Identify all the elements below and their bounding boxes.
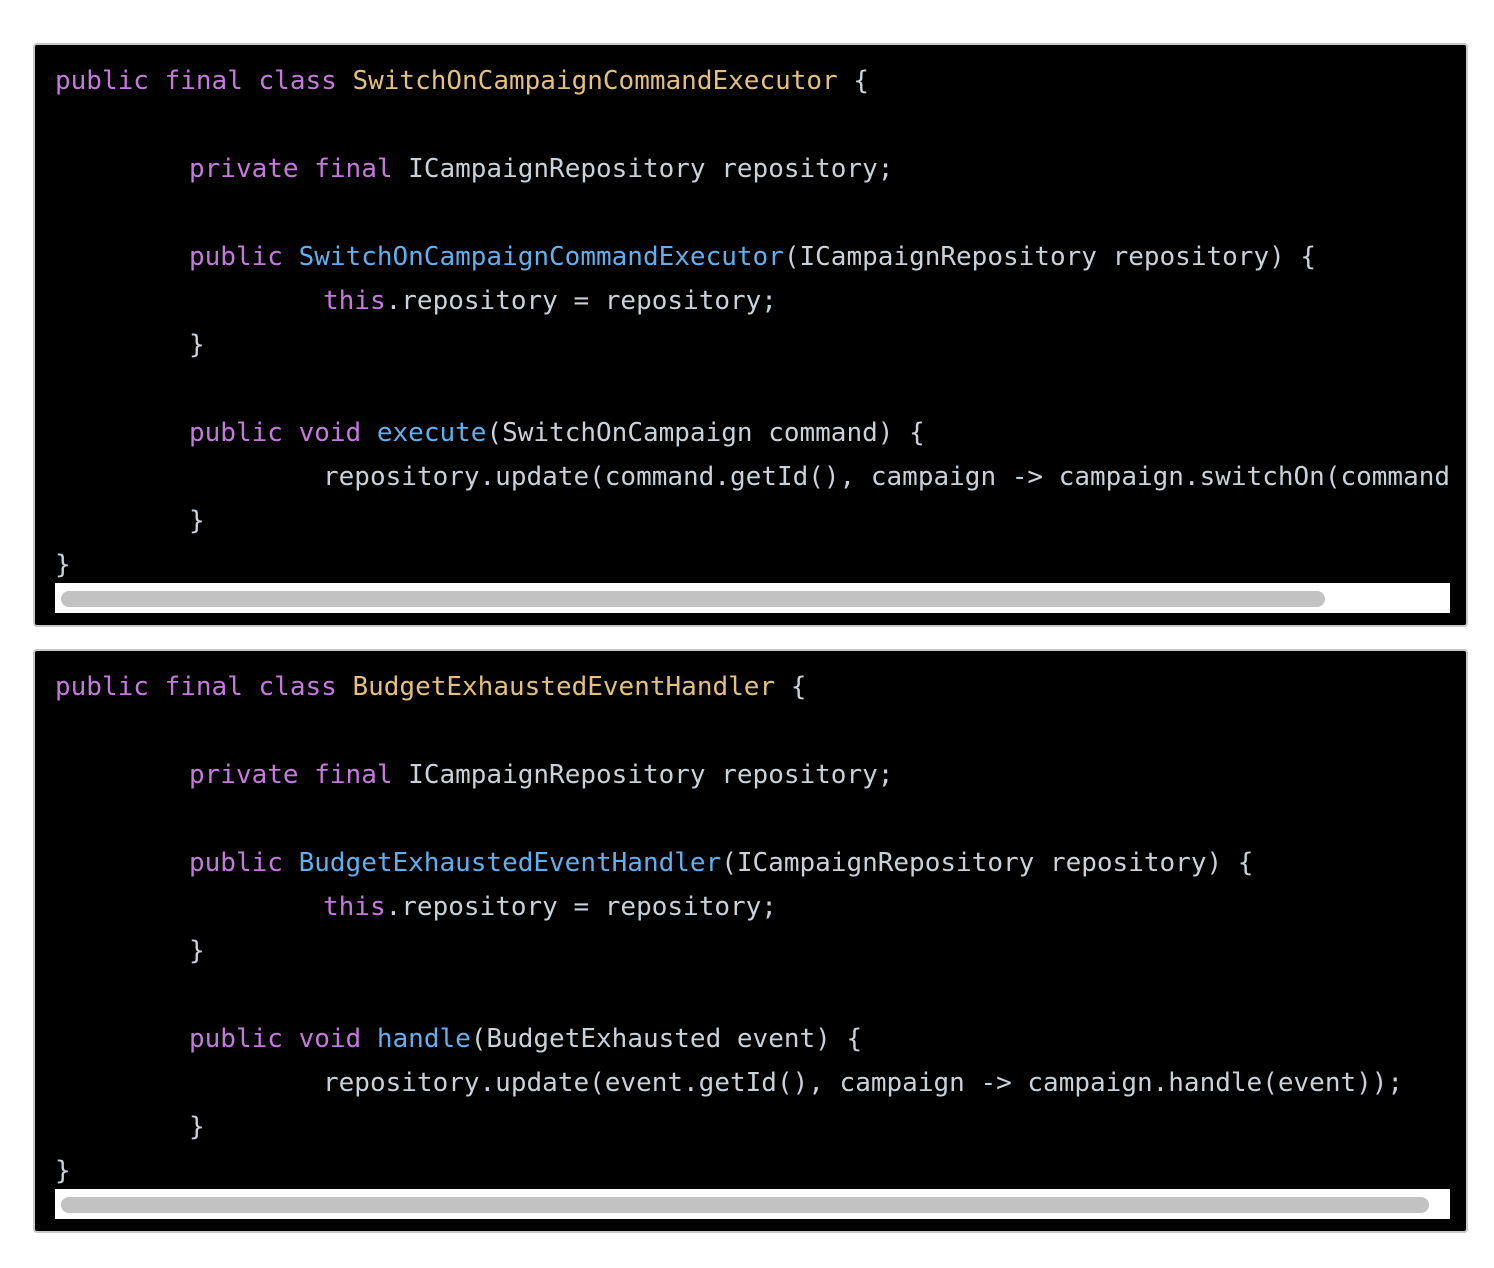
scrollbar-thumb[interactable] — [61, 591, 1325, 607]
keyword: public — [55, 66, 149, 96]
keyword: final — [164, 672, 243, 702]
whitespace — [299, 760, 315, 790]
function-name: BudgetExhaustedEventHandler — [298, 848, 722, 878]
code-text: (ICampaignRepository repository) { — [783, 242, 1317, 272]
whitespace — [149, 672, 165, 702]
whitespace — [243, 66, 259, 96]
keyword: private — [189, 154, 299, 184]
whitespace — [243, 672, 259, 702]
keyword: final — [314, 760, 393, 790]
code-line-field: private final ICampaignRepository reposi… — [189, 753, 893, 797]
code-text: { — [837, 66, 870, 96]
whitespace — [299, 154, 315, 184]
code-line-method-body: repository.update(command.getId(), campa… — [323, 455, 1450, 499]
whitespace — [337, 66, 353, 96]
keyword: public — [189, 1024, 283, 1054]
code-line-closing-brace: } — [189, 929, 205, 973]
keyword: private — [189, 760, 299, 790]
code-line-closing-brace: } — [189, 1105, 205, 1149]
code-line-assignment: this.repository = repository; — [323, 885, 777, 929]
code-line-method: public void handle(BudgetExhausted event… — [189, 1017, 862, 1061]
code-line-field: private final ICampaignRepository reposi… — [189, 147, 893, 191]
class-name: BudgetExhaustedEventHandler — [352, 672, 776, 702]
whitespace — [283, 848, 299, 878]
code-text: } — [55, 1156, 71, 1186]
whitespace — [337, 672, 353, 702]
whitespace — [283, 1024, 299, 1054]
code-text: } — [189, 1112, 205, 1142]
code-line-class-declaration: public final class BudgetExhaustedEventH… — [55, 665, 806, 709]
whitespace — [149, 66, 165, 96]
code-line-class-declaration: public final class SwitchOnCampaignComma… — [55, 59, 869, 103]
code-block-switch-on-campaign-command-executor: public final class SwitchOnCampaignComma… — [33, 43, 1468, 627]
horizontal-scrollbar[interactable] — [55, 583, 1450, 613]
keyword: class — [258, 66, 337, 96]
code-text: (ICampaignRepository repository) { — [721, 848, 1254, 878]
code-text: (BudgetExhausted event) { — [470, 1024, 863, 1054]
code-line-method: public void execute(SwitchOnCampaign com… — [189, 411, 925, 455]
scrollbar-thumb[interactable] — [61, 1197, 1429, 1213]
code-line-class-closing-brace: } — [55, 1149, 71, 1191]
code-text: .repository = repository; — [385, 286, 777, 316]
whitespace — [361, 1024, 377, 1054]
function-name: execute — [376, 418, 487, 448]
function-name: handle — [376, 1024, 471, 1054]
code-line-class-closing-brace: } — [55, 543, 71, 585]
code-text: .repository = repository; — [385, 892, 777, 922]
keyword: this — [323, 892, 386, 922]
code-text: ICampaignRepository repository; — [392, 760, 894, 790]
whitespace — [283, 242, 299, 272]
keyword: class — [258, 672, 337, 702]
code-block-budget-exhausted-event-handler: public final class BudgetExhaustedEventH… — [33, 649, 1468, 1233]
keyword: public — [189, 418, 283, 448]
keyword: this — [323, 286, 386, 316]
horizontal-scrollbar[interactable] — [55, 1189, 1450, 1219]
code-line-closing-brace: } — [189, 499, 205, 543]
keyword: final — [314, 154, 393, 184]
code-viewport: public final class SwitchOnCampaignComma… — [55, 59, 1450, 585]
code-line-closing-brace: } — [189, 323, 205, 367]
code-viewport: public final class BudgetExhaustedEventH… — [55, 665, 1450, 1191]
code-text: } — [55, 550, 71, 580]
code-line-constructor: public BudgetExhaustedEventHandler(ICamp… — [189, 841, 1253, 885]
keyword: void — [298, 1024, 362, 1054]
whitespace — [361, 418, 377, 448]
code-text: } — [189, 936, 205, 966]
code-line-method-body: repository.update(event.getId(), campaig… — [323, 1061, 1403, 1105]
keyword: void — [298, 418, 362, 448]
code-text: } — [189, 330, 205, 360]
keyword: public — [189, 848, 283, 878]
code-text: { — [775, 672, 807, 702]
code-text: (SwitchOnCampaign command) { — [486, 418, 925, 448]
class-name: SwitchOnCampaignCommandExecutor — [352, 66, 838, 96]
code-line-constructor: public SwitchOnCampaignCommandExecutor(I… — [189, 235, 1316, 279]
function-name: SwitchOnCampaignCommandExecutor — [298, 242, 784, 272]
keyword: final — [164, 66, 243, 96]
keyword: public — [55, 672, 149, 702]
keyword: public — [189, 242, 283, 272]
code-text: ICampaignRepository repository; — [392, 154, 894, 184]
whitespace — [283, 418, 299, 448]
code-text: repository.update(command.getId(), campa… — [323, 462, 1450, 492]
code-text: } — [189, 506, 205, 536]
code-text: repository.update(event.getId(), campaig… — [323, 1068, 1404, 1098]
code-line-assignment: this.repository = repository; — [323, 279, 777, 323]
